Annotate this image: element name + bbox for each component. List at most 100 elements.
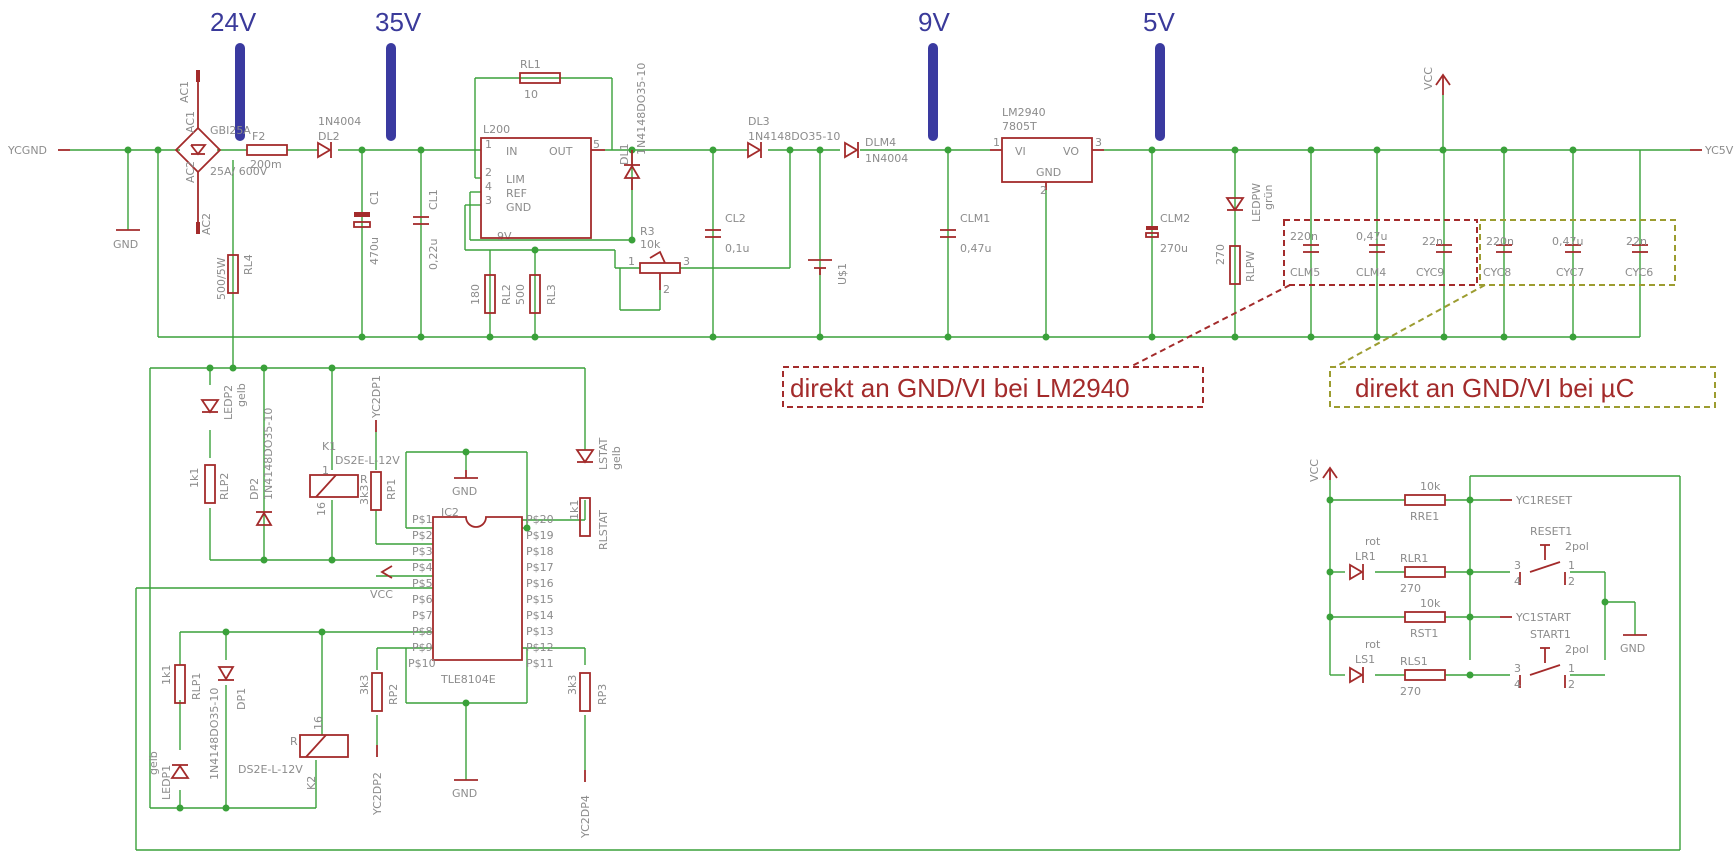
voltage-label-24v: 24V [210, 7, 257, 37]
dl3-name: DL3 [748, 115, 770, 128]
rlpw-value: 270 [1214, 244, 1227, 265]
ls1-color: rot [1365, 638, 1381, 651]
l200-pin-lim: LIM [506, 173, 525, 186]
k1-pin1: 1 [322, 464, 329, 477]
net-gnd-ic-bottom: GND [452, 787, 477, 800]
ic2-pin-l1: P$1 [412, 513, 433, 526]
switch-reset1: RESET1 2pol 3 1 4 2 [1514, 525, 1589, 588]
ic2-pin-l10: P$10 [408, 657, 436, 670]
reset1-value: 2pol [1565, 540, 1589, 553]
lstat-name: LSTAT [597, 437, 610, 470]
junctions [124, 146, 1609, 812]
net-yc2dp2: YC2DP2 [371, 772, 384, 816]
lm2940-p1: 1 [993, 136, 1000, 149]
resistor-rst1: 10k RST1 [1404, 597, 1446, 640]
resistor-rls1: RLS1 270 [1400, 655, 1446, 698]
l200-name: L200 [483, 123, 510, 136]
resistor-rl3: RL3 500 [514, 274, 558, 314]
ac2-bottom-label: AC2 [200, 213, 213, 235]
net-yc1reset: YC1RESET [1515, 494, 1572, 507]
r3-name: R3 [640, 225, 655, 238]
resistor-rp2: RP2 3k3 [358, 672, 400, 712]
rl2-value: 180 [469, 284, 482, 305]
ic2-pin-r20: P$20 [526, 513, 554, 526]
net-yc2dp4: YC2DP4 [579, 795, 592, 839]
ic2-pin-r18: P$18 [526, 545, 554, 558]
k2-pin16: 16 [312, 716, 325, 730]
clm1-name: CLM1 [960, 212, 990, 225]
diode-dp2: DP2 1N4148DO35-10 [248, 408, 275, 526]
ledpw-name: LEDPW [1250, 183, 1263, 222]
ic-tle8104e: IC2 TLE8104E P$1 P$2 P$3 P$4 P$5 P$6 P$7… [408, 506, 554, 686]
voltage-label-9v: 9V [918, 7, 950, 37]
dlm4-name: DLM4 [865, 136, 896, 149]
rlp1-name: RLP1 [190, 673, 203, 700]
clm2-value: 270u [1160, 242, 1188, 255]
k1-r: R [360, 473, 368, 486]
resistor-rp3: RP3 3k3 [566, 672, 609, 712]
net-9v: 9V [497, 230, 512, 243]
net-labels: YCGND YC5V GND VCC VCC VCC GND GND GND Y… [7, 67, 1734, 839]
l200-p4: 4 [485, 180, 492, 193]
clm5-value: 220n [1290, 230, 1318, 243]
k1-value: DS2E-L-12V [335, 454, 400, 467]
net-yc5v: YC5V [1704, 144, 1734, 157]
dl2-name: DL2 [318, 130, 340, 143]
dl1-value: 1N4148DO35-10 [635, 63, 648, 155]
bridge-value: 25A/ 600V [210, 165, 268, 178]
net-vcc-reset: VCC [1308, 459, 1321, 482]
net-gnd-ic-top: GND [452, 485, 477, 498]
ic2-pin-r12: P$12 [526, 641, 554, 654]
ic2-pin-l2: P$2 [412, 529, 433, 542]
rlr1-name: RLR1 [1400, 552, 1428, 565]
voltage-label-5v: 5V [1143, 7, 1175, 37]
diode-dl1: DL1 1N4148DO35-10 [618, 63, 648, 190]
diode-dlm4: DLM4 1N4004 [844, 136, 908, 165]
capacitor-cyc7: 0,47u CYC7 [1552, 235, 1584, 279]
regulator-l200: L200 IN OUT LIM REF GND 1 5 2 4 3 [480, 123, 605, 239]
ic2-pin-l5: P$5 [412, 577, 433, 590]
bridge-name: GBI25A [210, 124, 251, 137]
rlp1-value: 1k1 [160, 665, 173, 685]
rlstat-name: RLSTAT [597, 510, 610, 550]
rst1-value: 10k [1420, 597, 1441, 610]
annotation-uc: direkt an GND/VI bei µC [1329, 219, 1716, 408]
start1-p4: 4 [1514, 678, 1521, 691]
ic2-pin-r17: P$17 [526, 561, 554, 574]
capacitor-cyc8: 220n CYC8 [1483, 235, 1514, 279]
net-gnd-reset: GND [1620, 642, 1645, 655]
dp1-name: DP1 [235, 688, 248, 710]
net-yc1start: YC1START [1515, 611, 1571, 624]
capacitor-clm1: CLM1 0,47u [940, 212, 991, 255]
ic2-pin-l9: P$9 [412, 641, 433, 654]
capacitor-cl1: CL1 0,22u [413, 189, 440, 270]
f2-name: F2 [252, 130, 265, 143]
ic2-pin-r15: P$15 [526, 593, 554, 606]
ledp1-name: LEDP1 [160, 765, 173, 800]
lr1-name: LR1 [1355, 550, 1376, 563]
capacitor-cyc6: 22n CYC6 [1625, 235, 1653, 279]
lr1-color: rot [1365, 535, 1381, 548]
l200-pin-gnd: GND [506, 201, 531, 214]
rre1-value: 10k [1420, 480, 1441, 493]
diode-dl3: DL3 1N4148DO35-10 [747, 115, 840, 159]
dp2-value: 1N4148DO35-10 [262, 408, 275, 500]
net-vcc-ic: VCC [370, 588, 393, 601]
capacitor-clm4: 0,47u CLM4 [1356, 230, 1387, 279]
led-lr1: rot LR1 [1349, 535, 1381, 581]
ic2-pin-l4: P$4 [412, 561, 433, 574]
diode-dp1: DP1 1N4148DO35-10 [208, 666, 248, 780]
led-ledpw: LEDPW grün [1225, 183, 1275, 222]
annotation-uc-text: direkt an GND/VI bei µC [1355, 373, 1634, 403]
resistor-rlp1: RLP1 1k1 [160, 664, 203, 704]
capacitor-cl2: CL2 0,1u [705, 212, 749, 255]
ac1-side-label: AC1 [184, 111, 197, 133]
rlp2-value: 1k1 [188, 468, 201, 488]
rl4-value: 500/5W [215, 257, 228, 300]
c1-value: 470u [368, 237, 381, 265]
resistor-rlr1: RLR1 270 [1400, 552, 1446, 595]
cyc9-name: CYC9 [1416, 266, 1444, 279]
cyc7-value: 0,47u [1552, 235, 1583, 248]
start1-value: 2pol [1565, 643, 1589, 656]
voltage-label-35v: 35V [375, 7, 422, 37]
